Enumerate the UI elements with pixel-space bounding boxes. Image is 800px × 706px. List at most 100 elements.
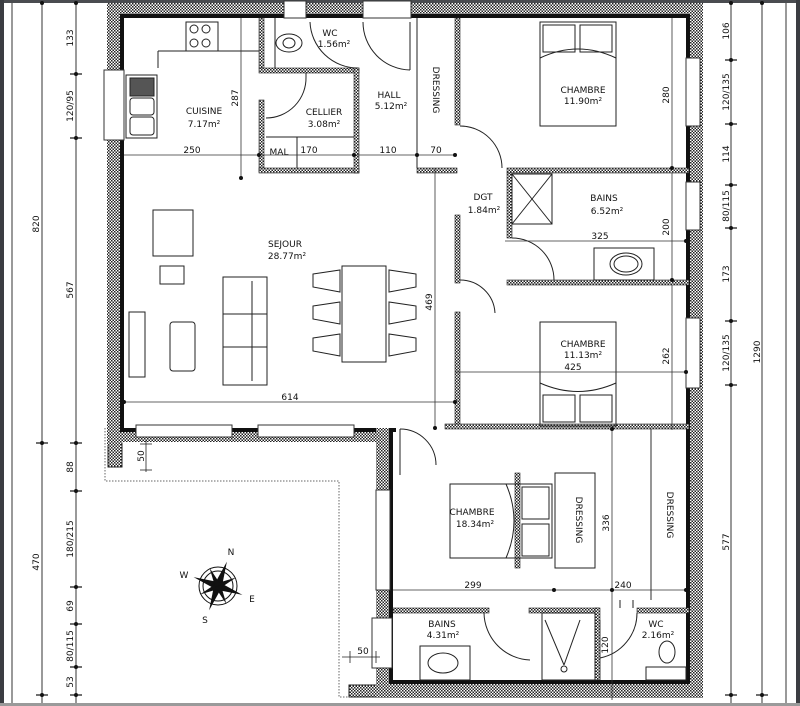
room-chambre2-name: CHAMBRE <box>560 340 605 350</box>
dim-88: 88 <box>66 461 76 473</box>
dim-110: 110 <box>379 146 396 156</box>
shower-icon <box>511 173 553 225</box>
room-sejour-area: 28.77m² <box>268 252 307 262</box>
room-dressing2-name: DRESSING <box>573 497 583 544</box>
dim-280: 280 <box>662 86 672 103</box>
terrace-dim-lines <box>140 440 380 663</box>
toilet-icon <box>275 33 303 53</box>
dim-120-95: 120/95 <box>66 90 76 122</box>
compass-n: N <box>228 548 235 558</box>
chairs-icon <box>312 269 417 357</box>
doors <box>265 21 638 661</box>
room-cuisine-name: CUISINE <box>186 107 223 117</box>
coffee-table-icon <box>169 321 196 372</box>
room-chambre3-area: 18.34m² <box>456 520 495 530</box>
interior-dimension-nodes <box>122 153 688 592</box>
room-bains1-area: 6.52m² <box>591 207 624 217</box>
room-bains2-name: BAINS <box>428 620 456 630</box>
dim-133: 133 <box>66 29 76 46</box>
right-dimension-labels: 106 120/135 114 80/115 173 120/135 577 1… <box>722 22 763 550</box>
window-bottom-border <box>0 703 800 706</box>
bed-chambre3 <box>449 483 553 559</box>
dim-50-terrace-left: 50 <box>137 450 147 462</box>
room-bains1-name: BAINS <box>590 194 618 204</box>
kitchen-sink-icon <box>125 74 158 139</box>
dim-820: 820 <box>32 215 42 232</box>
dim-240: 240 <box>614 581 631 591</box>
window-right-border <box>796 0 800 706</box>
dim-614: 614 <box>281 393 298 403</box>
windows <box>103 0 701 669</box>
dim-200: 200 <box>662 218 672 235</box>
compass-s: S <box>202 616 208 626</box>
dim-469: 469 <box>425 293 435 310</box>
room-cellier-name: CELLIER <box>306 108 343 118</box>
room-sejour-name: SEJOUR <box>268 240 302 250</box>
washbasin-icon <box>609 252 643 276</box>
room-cuisine-area: 7.17m² <box>188 120 221 130</box>
dim-70: 70 <box>430 146 442 156</box>
dim-120-135-top: 120/135 <box>722 73 732 110</box>
dim-262: 262 <box>662 347 672 364</box>
dim-170: 170 <box>300 146 317 156</box>
dim-106: 106 <box>722 22 732 39</box>
room-cellier-area: 3.08m² <box>308 120 341 130</box>
room-dgt-area: 1.84m² <box>468 206 501 216</box>
room-chambre2-area: 11.13m² <box>564 351 603 361</box>
window-left-border <box>0 0 4 706</box>
dim-425: 425 <box>564 363 581 373</box>
bed-chambre2 <box>539 321 617 427</box>
room-chambre1-name: CHAMBRE <box>560 86 605 96</box>
sofa-icon <box>222 276 268 386</box>
bed-chambre1 <box>539 21 617 127</box>
room-wc1-area: 1.56m² <box>318 40 351 50</box>
compass-e: E <box>249 595 255 605</box>
dim-299: 299 <box>464 581 481 591</box>
room-dressing1-name: DRESSING <box>430 67 440 114</box>
right-dimension-lines <box>725 1 787 703</box>
tv-unit-icon <box>128 311 146 378</box>
room-dgt-name: DGT <box>473 193 493 203</box>
dim-567: 567 <box>66 281 76 298</box>
dim-173: 173 <box>722 265 732 282</box>
room-wc2-name: WC <box>648 620 663 630</box>
dim-325: 325 <box>591 232 608 242</box>
left-dimension-labels: 820 470 133 120/95 567 88 180/215 69 80/… <box>32 29 76 687</box>
interior-dimension-labels: 250 170 110 70 287 280 325 200 469 614 2… <box>137 86 672 657</box>
compass-w: W <box>180 571 189 581</box>
dim-114: 114 <box>722 145 732 162</box>
toilet-icon-2 <box>658 640 676 664</box>
compass-rose-icon: N W E S <box>180 548 256 626</box>
dim-53: 53 <box>66 676 76 687</box>
dining-table-icon <box>341 265 387 363</box>
dim-120: 120 <box>601 636 611 653</box>
dim-180-215: 180/215 <box>66 520 76 557</box>
dim-80-115: 80/115 <box>722 190 732 222</box>
dim-80-115: 80/115 <box>66 630 76 662</box>
armchair-icon <box>152 209 194 257</box>
dim-577: 577 <box>722 533 732 550</box>
dim-287: 287 <box>231 89 241 106</box>
dim-69: 69 <box>66 600 76 612</box>
dim-120-135-bottom: 120/135 <box>722 334 732 371</box>
stove-icon <box>185 21 219 52</box>
room-dressing3-name: DRESSING <box>664 492 674 539</box>
interior-dimension-lines <box>124 18 686 700</box>
dim-1290: 1290 <box>753 340 763 363</box>
room-hall-name: HALL <box>378 91 401 101</box>
room-bains2-area: 4.31m² <box>427 631 460 641</box>
terrace-pillar-left <box>107 442 123 468</box>
mal-label: MAL <box>270 148 289 158</box>
washbasin-icon-2 <box>427 652 459 674</box>
room-wc2-area: 2.16m² <box>642 631 675 641</box>
dim-336: 336 <box>602 514 612 531</box>
room-labels: CUISINE 7.17m² WC 1.56m² CELLIER 3.08m² … <box>186 29 675 641</box>
room-chambre1-area: 11.90m² <box>564 97 603 107</box>
room-wc1-name: WC <box>322 29 337 39</box>
dim-50-terrace-bottom: 50 <box>357 647 369 657</box>
ottoman-icon <box>159 265 185 285</box>
furniture <box>125 21 687 681</box>
dim-470: 470 <box>32 553 42 570</box>
dim-250: 250 <box>183 146 200 156</box>
